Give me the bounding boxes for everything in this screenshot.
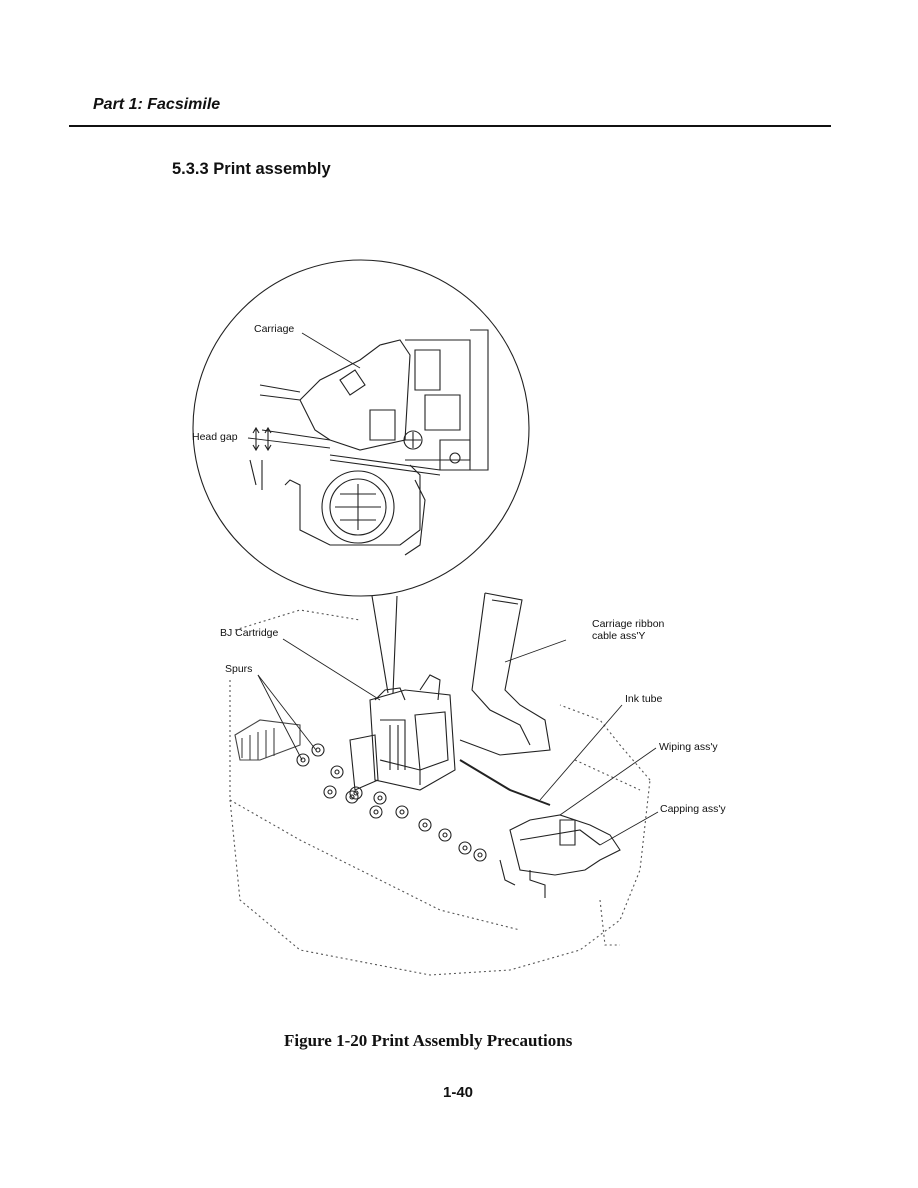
left-side-mechanism <box>234 719 301 761</box>
label-carriage-ribbon-line1: Carriage ribbon <box>592 618 665 630</box>
label-head-gap: Head gap <box>192 431 238 443</box>
label-wiping-assy: Wiping ass'y <box>659 741 718 753</box>
bj-cartridge <box>349 674 456 791</box>
figure-caption: Figure 1-20 Print Assembly Precautions <box>284 1031 573 1050</box>
page-number: 1-40 <box>443 1084 474 1101</box>
detail-circle <box>192 259 530 597</box>
label-carriage-ribbon-line2: cable ass'Y <box>592 630 646 642</box>
carriage-detail <box>259 329 489 476</box>
label-capping-assy: Capping ass'y <box>660 803 726 815</box>
label-carriage: Carriage <box>254 323 295 335</box>
head-gap-arrows <box>249 426 272 490</box>
label-ink-tube: Ink tube <box>625 693 663 705</box>
ink-tube-line <box>459 759 551 806</box>
detail-connector <box>371 595 398 694</box>
printer-frame <box>229 609 651 976</box>
label-carriage-ribbon-cable: Carriage ribbon cable ass'Y <box>592 618 664 642</box>
part-header: Part 1: Facsimile <box>93 96 221 113</box>
callout-leaders <box>247 332 659 846</box>
label-spurs: Spurs <box>225 663 253 675</box>
section-title: 5.3.3 Print assembly <box>172 160 331 178</box>
platen-roller-detail <box>284 464 426 556</box>
carriage-ribbon-cable <box>459 592 551 756</box>
label-bj-cartridge: BJ Cartridge <box>220 627 279 639</box>
capping-wiping-assembly <box>499 814 621 898</box>
spur-gears <box>296 743 487 862</box>
header-rule <box>69 125 831 127</box>
